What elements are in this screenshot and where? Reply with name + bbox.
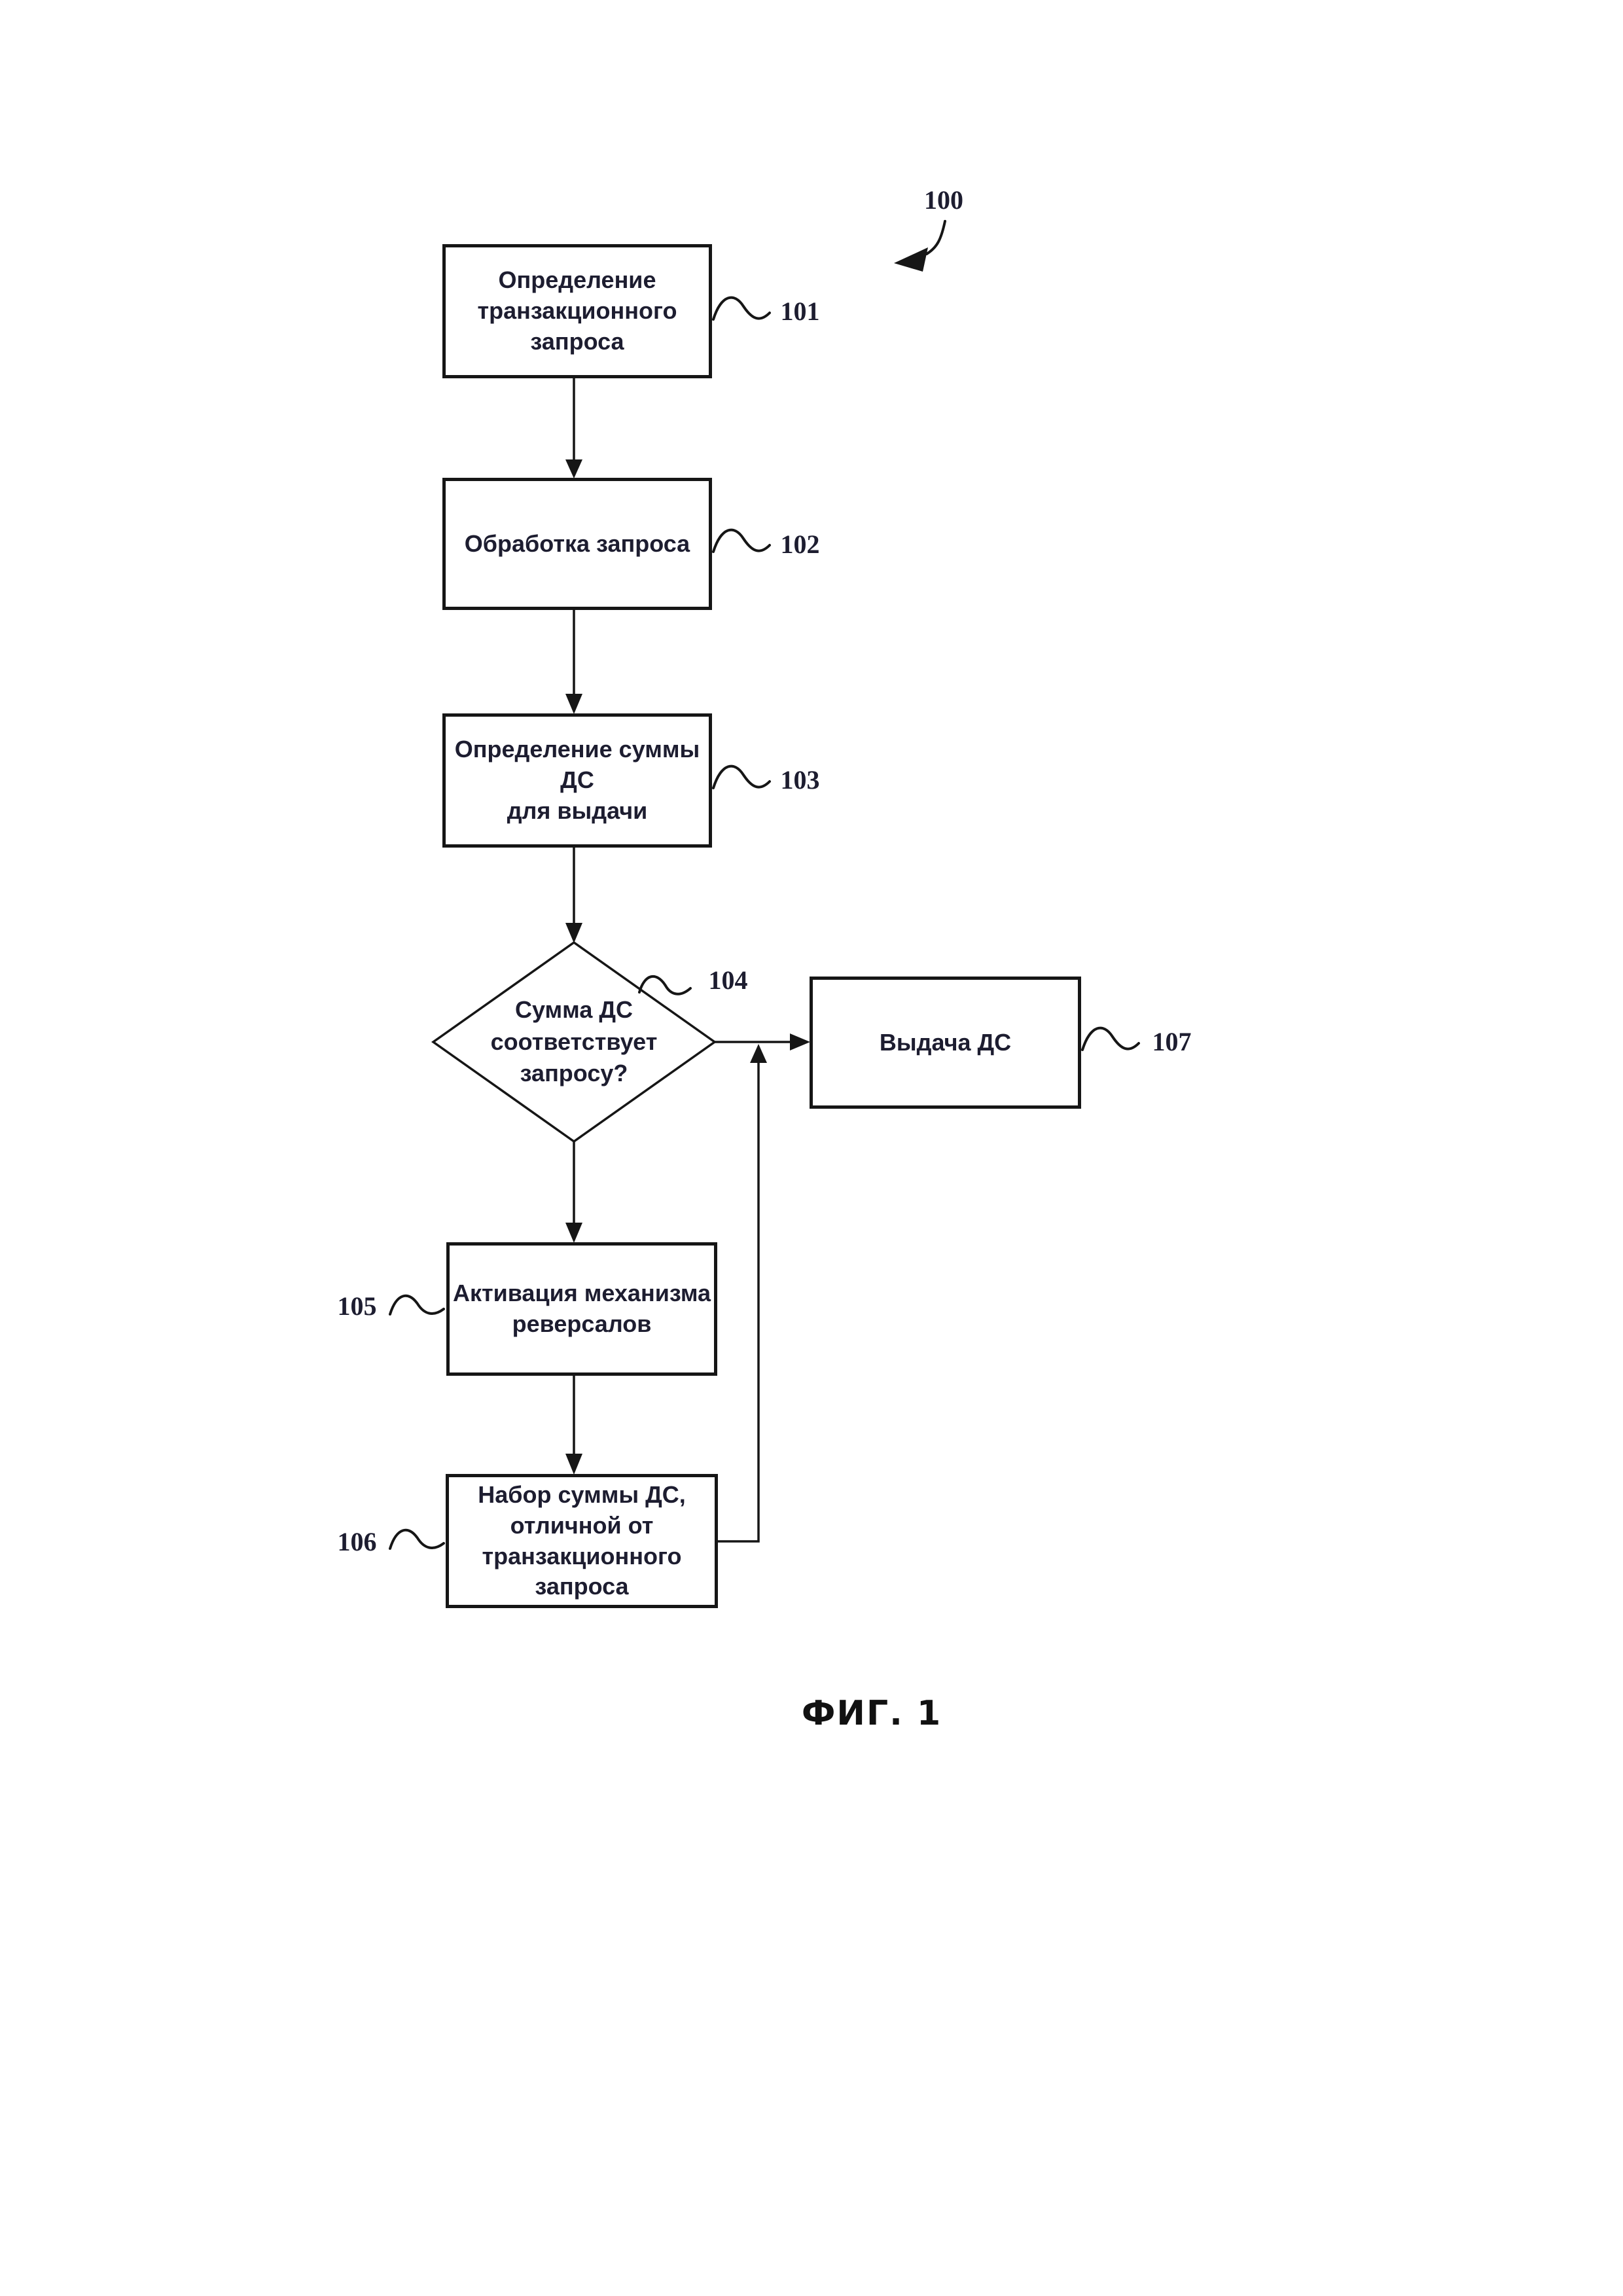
arrow-102-to-103-head-icon	[565, 694, 582, 714]
arrow-101-to-102-head-icon	[565, 459, 582, 478]
connector-106-loop-line	[718, 1063, 760, 1543]
decision-diamond-104-label: Сумма ДС соответствует запросу?	[490, 996, 658, 1087]
process-box-106: Набор суммы ДС, отличной от транзакционн…	[446, 1474, 718, 1608]
arrow-105-to-106-head-icon	[565, 1454, 582, 1475]
process-box-107: Выдача ДС	[810, 977, 1081, 1109]
ref-squiggle-102	[712, 528, 771, 553]
figure-ref-arrow-head-icon	[894, 247, 928, 272]
figure-ref-arrow-line	[925, 220, 946, 255]
ref-label-101: 101	[780, 296, 820, 326]
ref-label-104: 104	[708, 965, 748, 995]
figure-caption: ФИГ. 1	[801, 1694, 942, 1733]
ref-label-106: 106	[337, 1527, 377, 1556]
ref-squiggle-101	[712, 296, 771, 321]
ref-squiggle-103	[712, 764, 771, 789]
process-box-102: Обработка запроса	[442, 478, 712, 610]
connector-106-loop-head-icon	[750, 1044, 767, 1063]
arrow-103-to-104-head-icon	[565, 923, 582, 943]
ref-squiggle-106	[389, 1528, 445, 1550]
arrow-104-to-105-head-icon	[565, 1223, 582, 1243]
arrow-104-to-107-head-icon	[790, 1033, 810, 1050]
ref-label-103: 103	[780, 765, 820, 795]
process-box-105: Активация механизма реверсалов	[446, 1242, 717, 1376]
ref-squiggle-105	[389, 1294, 445, 1316]
ref-squiggle-107	[1081, 1026, 1140, 1051]
ref-label-102: 102	[780, 529, 820, 559]
process-box-101: Определение транзакционного запроса	[442, 244, 712, 378]
ref-label-105: 105	[337, 1291, 377, 1321]
process-box-103: Определение суммы ДС для выдачи	[442, 713, 712, 848]
figure-ref-100: 100	[924, 185, 963, 215]
ref-label-107: 107	[1152, 1027, 1192, 1056]
ref-squiggle-104	[638, 975, 692, 996]
